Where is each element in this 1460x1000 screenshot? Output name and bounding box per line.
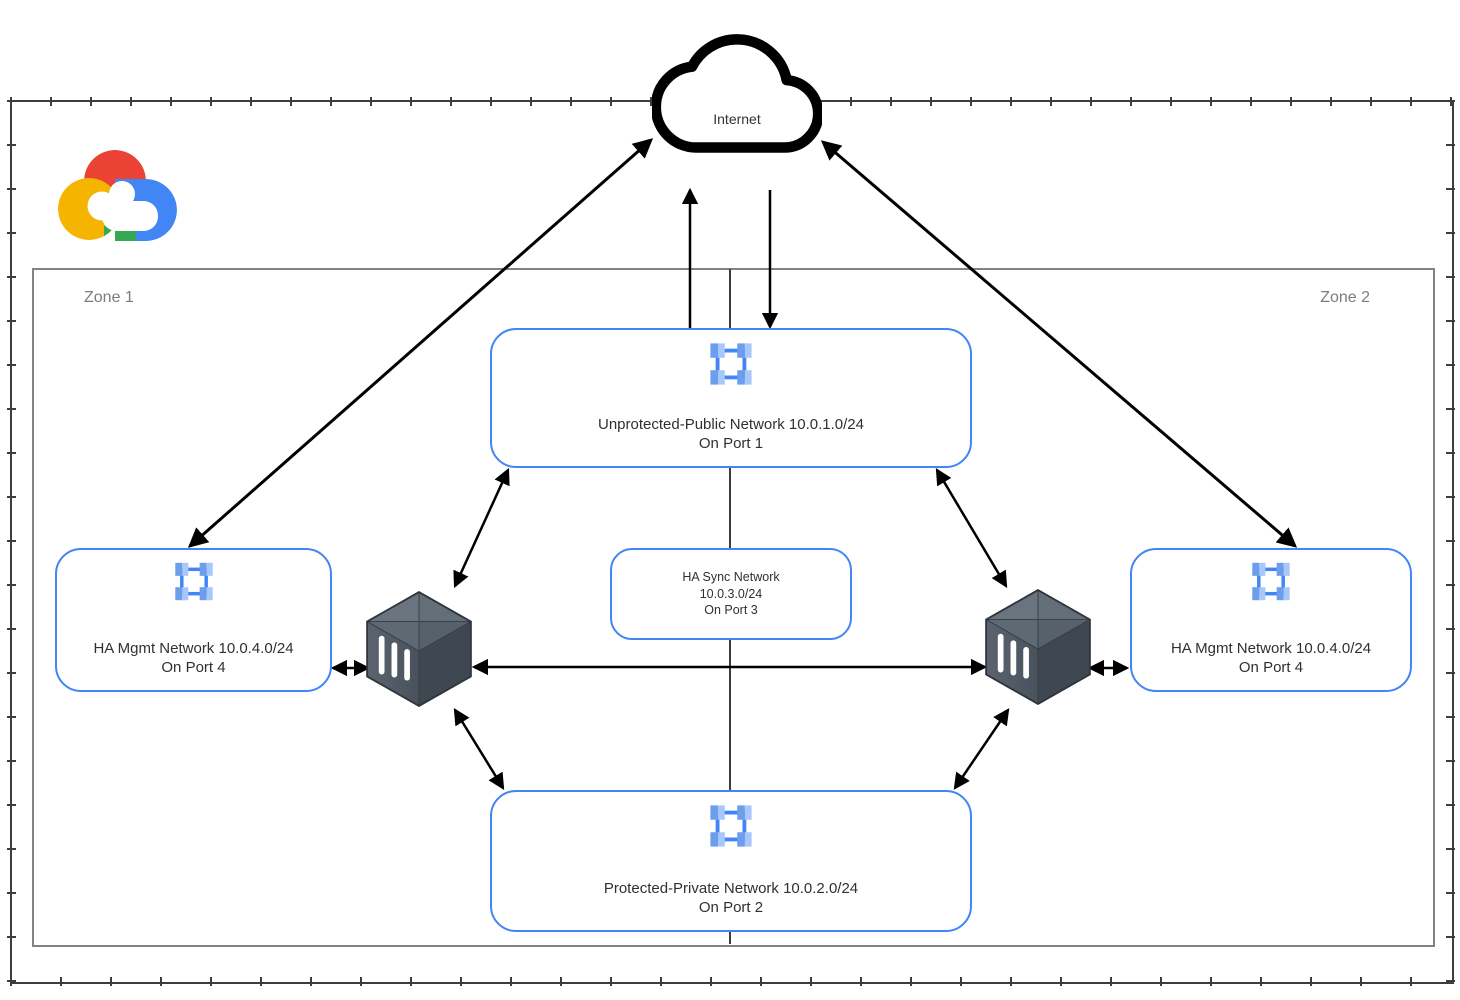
zone1-label: Zone 1 <box>84 289 134 306</box>
arrow-appliance-right-to-private <box>953 708 1010 790</box>
node-label: HA Mgmt Network 10.0.4.0/24 On Port 4 <box>57 639 330 677</box>
firewall-appliance-cube-icon-left <box>366 590 472 712</box>
arrow-public-to-appliance-right <box>935 468 1008 588</box>
zone2-label: Zone 2 <box>1320 289 1370 306</box>
arrow-appliance-left-to-private <box>453 708 505 790</box>
network-port: On Port 2 <box>698 899 764 916</box>
network-name: Unprotected-Public Network 10.0.1.0/24 <box>598 416 864 433</box>
node-public-network: Unprotected-Public Network 10.0.1.0/24 O… <box>490 328 972 468</box>
internet-label: Internet <box>713 111 761 127</box>
node-label: Unprotected-Public Network 10.0.1.0/24 O… <box>492 415 970 453</box>
network-name: HA Sync Network <box>682 570 780 585</box>
arrow-internet-to-mgmt-left <box>187 138 654 548</box>
network-name: Protected-Private Network 10.0.2.0/24 <box>603 880 859 897</box>
node-ha-sync: HA Sync Network 10.0.3.0/24 On Port 3 <box>610 548 852 640</box>
arrow-internet-to-mgmt-right <box>820 140 1298 548</box>
node-label: HA Mgmt Network 10.0.4.0/24 On Port 4 <box>1132 639 1410 677</box>
google-cloud-logo-icon <box>55 142 183 253</box>
network-port: On Port 3 <box>704 603 758 618</box>
vpc-network-icon <box>708 338 754 395</box>
network-name: HA Mgmt Network 10.0.4.0/24 <box>1170 640 1372 657</box>
node-label: HA Sync Network 10.0.3.0/24 On Port 3 <box>682 569 779 619</box>
internet-cloud: Internet <box>650 30 824 154</box>
outer-border-ticks-bottom <box>10 977 1452 986</box>
vpc-network-icon <box>173 558 215 610</box>
network-cidr: 10.0.3.0/24 <box>699 586 763 601</box>
node-ha-mgmt-left: HA Mgmt Network 10.0.4.0/24 On Port 4 <box>55 548 332 692</box>
node-label: Protected-Private Network 10.0.2.0/24 On… <box>492 879 970 917</box>
network-port: On Port 1 <box>698 435 764 452</box>
network-port: On Port 4 <box>161 659 226 676</box>
internet-cloud-icon <box>650 34 824 153</box>
vpc-network-icon <box>1250 558 1292 610</box>
firewall-appliance-cube-icon-right <box>985 588 1091 710</box>
arrow-public-to-appliance-left <box>453 467 510 589</box>
outer-border-ticks-right <box>1446 100 1455 982</box>
node-ha-mgmt-right: HA Mgmt Network 10.0.4.0/24 On Port 4 <box>1130 548 1412 692</box>
zone-boundary <box>32 268 1435 947</box>
network-name: HA Mgmt Network 10.0.4.0/24 <box>93 640 294 657</box>
node-private-network: Protected-Private Network 10.0.2.0/24 On… <box>490 790 972 932</box>
vpc-network-icon <box>708 800 754 857</box>
network-port: On Port 4 <box>1238 659 1304 676</box>
